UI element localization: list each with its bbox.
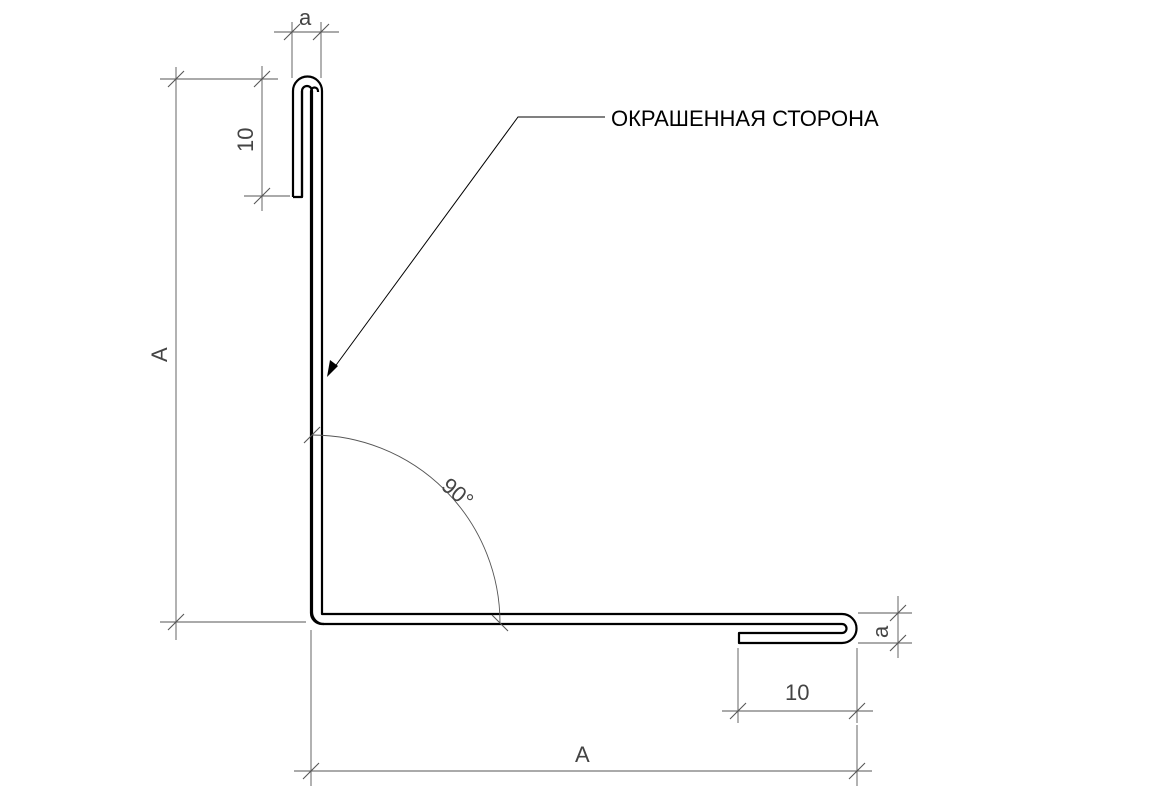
horizontal-a-tick-right — [848, 762, 866, 780]
corner-profile-outline — [291, 75, 858, 645]
top-a-tick-left — [283, 23, 301, 41]
angle-tick-top — [303, 426, 321, 444]
angle-label: 90° — [437, 473, 479, 514]
horizontal-a-label: A — [575, 742, 590, 767]
top-hem-short-edge — [293, 91, 304, 199]
vertical-a-tick-bottom — [167, 613, 185, 631]
top-hem-tick-bottom — [253, 187, 271, 205]
top-hem-tick-top — [253, 70, 271, 88]
right-a-label: a — [868, 625, 893, 638]
right-a-tick-top — [889, 604, 907, 622]
angle-arc — [311, 434, 501, 624]
right-a-tick-bottom — [889, 634, 907, 652]
painted-side-arrowhead — [327, 360, 338, 377]
painted-side-label: ОКРАШЕННАЯ СТОРОНА — [611, 106, 879, 131]
vertical-a-label: A — [147, 347, 172, 362]
painted-side-leader — [330, 116, 605, 373]
vertical-a-tick-top — [167, 70, 185, 88]
bottom-hem-tick-right — [848, 702, 866, 720]
inner-vertical-wall — [310, 91, 325, 626]
top-a-label: a — [299, 5, 312, 30]
bottom-hem-tick-left — [729, 702, 747, 720]
bottom-hem-length-label: 10 — [785, 680, 809, 705]
top-hem-length-label: 10 — [233, 128, 258, 152]
horizontal-a-tick-left — [302, 762, 320, 780]
top-a-tick-right — [312, 23, 330, 41]
angle-tick-right — [491, 614, 509, 632]
